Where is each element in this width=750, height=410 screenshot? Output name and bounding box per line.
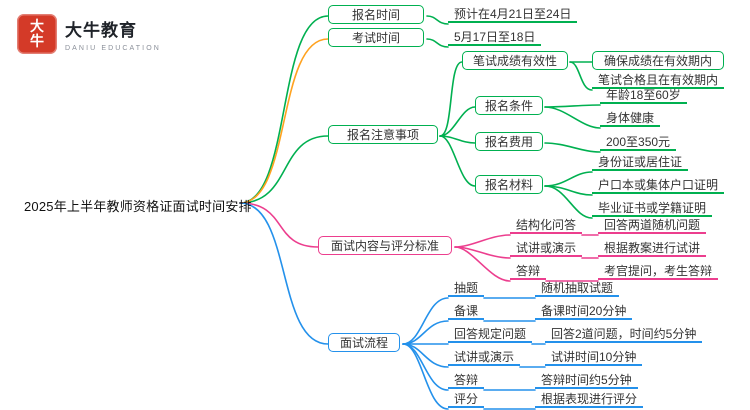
value-validity-1: 确保成绩在有效期内 [592, 51, 724, 70]
node-trial-demo: 试讲或演示 [448, 350, 521, 366]
node-answer-questions: 回答规定问题 [448, 327, 533, 343]
node-signup-time: 报名时间 [328, 5, 424, 24]
value-answer-questions: 回答2道问题，时间约5分钟 [545, 327, 703, 343]
node-process-defense: 答辩 [448, 373, 485, 389]
node-defense: 答辩 [510, 264, 547, 280]
green-branch-connectors [239, 15, 601, 219]
node-structured-qa: 结构化问答 [510, 218, 583, 234]
seal-char: 牛 [30, 33, 44, 49]
value-signup-time: 预计在4月21日至24日 [448, 7, 578, 23]
seal-char: 大 [30, 18, 44, 34]
value-health: 身体健康 [600, 111, 661, 127]
value-validity-2: 笔试合格且在有效期内 [592, 73, 725, 89]
value-process-defense: 答辩时间约5分钟 [535, 373, 638, 389]
node-interview-content: 面试内容与评分标准 [318, 236, 452, 255]
brand-logo: 大 牛 大牛教育 DANIU EDUCATION [17, 14, 161, 54]
pink-branch-connectors [239, 202, 599, 282]
brand-text: 大牛教育 DANIU EDUCATION [65, 16, 161, 52]
brand-name: 大牛教育 [65, 21, 137, 40]
node-signup-conditions: 报名条件 [475, 96, 543, 115]
value-exam-time: 5月17日至18日 [448, 30, 542, 46]
brand-subtitle: DANIU EDUCATION [65, 45, 161, 52]
value-diploma: 毕业证书或学籍证明 [592, 201, 713, 217]
node-signup-fee: 报名费用 [475, 132, 543, 151]
node-exam-time: 考试时间 [328, 28, 424, 47]
value-age: 年龄18至60岁 [600, 88, 687, 104]
node-score-validity: 笔试成绩有效性 [462, 51, 568, 70]
node-signup-materials: 报名材料 [475, 175, 543, 194]
blue-branch-connectors [239, 202, 546, 410]
orange-branch-connectors [239, 38, 329, 204]
value-structured-qa: 回答两道随机问题 [598, 218, 707, 234]
root-topic: 2025年上半年教师资格证面试时间安排 [24, 199, 252, 214]
node-trial-lecture: 试讲或演示 [510, 241, 583, 257]
value-scoring: 根据表现进行评分 [535, 392, 644, 408]
node-draw-question: 抽题 [448, 281, 485, 297]
node-lesson-prep: 备课 [448, 304, 485, 320]
value-draw-question: 随机抽取试题 [535, 281, 620, 297]
value-id-card: 身份证或居住证 [592, 155, 689, 171]
value-fee: 200至350元 [600, 135, 677, 151]
value-household: 户口本或集体户口证明 [592, 178, 725, 194]
node-interview-process: 面试流程 [328, 333, 400, 352]
value-lesson-prep: 备课时间20分钟 [535, 304, 633, 320]
value-trial-demo: 试讲时间10分钟 [545, 350, 643, 366]
value-defense: 考官提问，考生答辩 [598, 264, 719, 280]
node-signup-notes: 报名注意事项 [328, 125, 438, 144]
value-trial-lecture: 根据教案进行试讲 [598, 241, 707, 257]
daniu-seal-icon: 大 牛 [17, 14, 57, 54]
node-scoring: 评分 [448, 392, 485, 408]
